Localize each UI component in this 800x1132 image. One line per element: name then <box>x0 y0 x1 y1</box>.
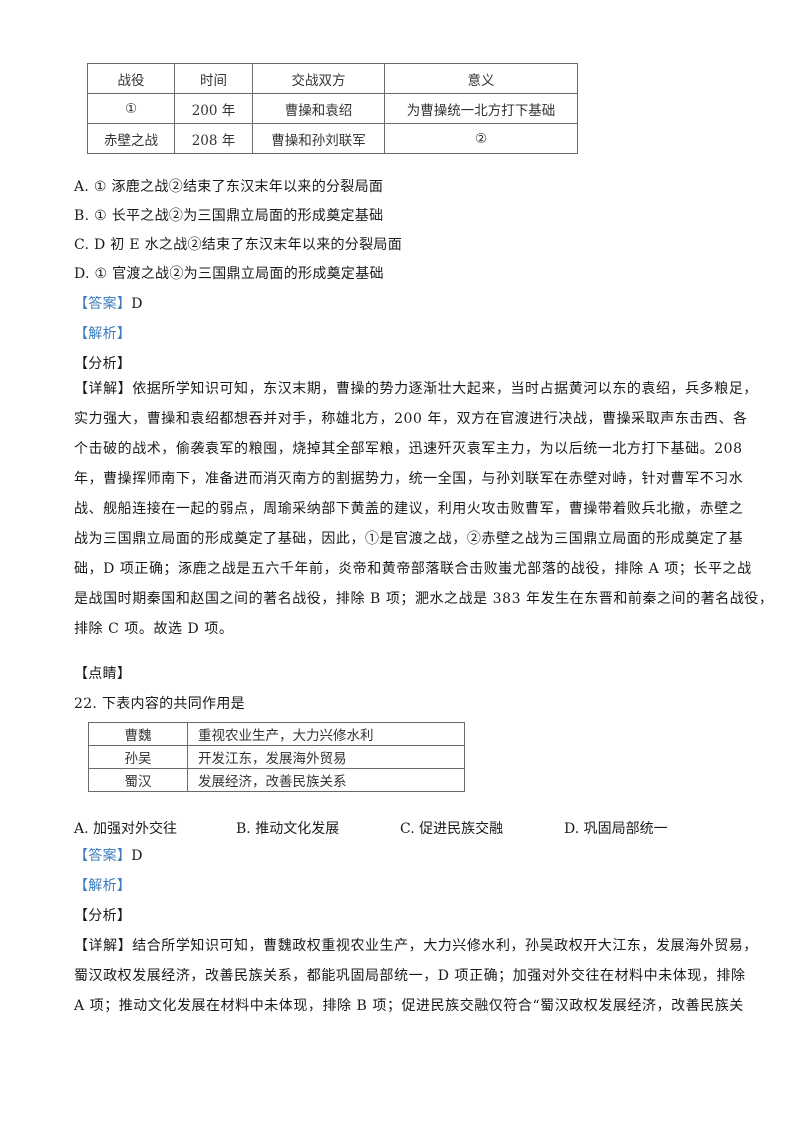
table-cell: 发展经济，改善民族关系 <box>187 768 465 792</box>
option-c: C. 促进民族交融 <box>400 821 504 837</box>
answer-line: 【答案】D <box>74 294 143 314</box>
detail-paragraph: 【详解】结合所学知识可知，曹魏政权重视农业生产，大力兴修水利，孙吴政权开大江东，… <box>74 931 757 1021</box>
table-row: 蜀汉 发展经济，改善民族关系 <box>88 768 465 792</box>
kingdoms-table: 曹魏 重视农业生产，大力兴修水利 孙吴 开发江东，发展海外贸易 蜀汉 发展经济，… <box>88 722 465 792</box>
option-d: D. ① 官渡之战②为三国鼎立局面的形成奠定基础 <box>74 266 384 282</box>
answer-value: D <box>131 296 143 312</box>
table-cell: 曹操和孙刘联军 <box>252 123 385 154</box>
fenxi-label: 【分析】 <box>74 908 132 924</box>
detail-label: 【详解】 <box>74 938 133 954</box>
detail-line: 年，曹操挥师南下，准备进而消灭南方的割据势力，统一全国，与孙刘联军在赤壁对峙，针… <box>74 471 744 487</box>
fenxi-label: 【分析】 <box>74 356 132 372</box>
table-cell: 208 年 <box>174 123 253 154</box>
table-cell: 曹魏 <box>88 722 188 746</box>
table-header-cell: 交战双方 <box>252 63 385 94</box>
detail-line: 结合所学知识可知，曹魏政权重视农业生产，大力兴修水利，孙吴政权开大江东，发展海外… <box>132 938 758 954</box>
detail-paragraph: 【详解】依据所学知识可知，东汉末期，曹操的势力逐渐壮大起来，当时占据黄河以东的袁… <box>74 374 774 644</box>
answer-label: 【答案】 <box>74 848 132 864</box>
detail-line: 是战国时期秦国和赵国之间的著名战役，排除 B 项；淝水之战是 383 年发生在东… <box>74 591 774 607</box>
table-row: 孙吴 开发江东，发展海外贸易 <box>88 745 465 769</box>
option-d: D. 巩固局部统一 <box>564 821 668 837</box>
detail-line: 排除 C 项。故选 D 项。 <box>74 621 234 637</box>
option-a: A. ① 涿鹿之战②结束了东汉末年以来的分裂局面 <box>74 179 384 195</box>
table-row: ① 200 年 曹操和袁绍 为曹操统一北方打下基础 <box>87 93 578 124</box>
detail-line: 战为三国鼎立局面的形成奠定了基础，因此，①是官渡之战，②赤壁之战为三国鼎立局面的… <box>74 531 744 547</box>
option-c: C. D 初 E 水之战②结束了东汉末年以来的分裂局面 <box>74 237 403 253</box>
detail-line: 战、舰船连接在一起的弱点，周瑜采纳部下黄盖的建议，利用火攻击败曹军，曹操带着败兵… <box>74 501 744 517</box>
table-row: 曹魏 重视农业生产，大力兴修水利 <box>88 722 465 746</box>
answer-line: 【答案】D <box>74 846 143 866</box>
option-b: B. ① 长平之战②为三国鼎立局面的形成奠定基础 <box>74 208 384 224</box>
table-cell: 开发江东，发展海外贸易 <box>187 745 465 769</box>
detail-label: 【详解】 <box>74 381 133 397</box>
battle-table: 战役 时间 交战双方 意义 ① 200 年 曹操和袁绍 为曹操统一北方打下基础 … <box>87 63 578 154</box>
question-22-stem: 22. 下表内容的共同作用是 <box>74 696 245 712</box>
analysis-label: 【解析】 <box>74 878 132 894</box>
detail-line: 蜀汉政权发展经济，改善民族关系，都能巩固局部统一，D 项正确；加强对外交往在材料… <box>74 968 746 984</box>
table-cell: ① <box>87 93 175 124</box>
detail-line: 实力强大，曹操和袁绍都想吞并对手，称雄北方，200 年，双方在官渡进行决战，曹操… <box>74 411 748 427</box>
table-row: 赤壁之战 208 年 曹操和孙刘联军 ② <box>87 123 578 154</box>
table-cell: 为曹操统一北方打下基础 <box>384 93 578 124</box>
analysis-label: 【解析】 <box>74 326 132 342</box>
option-a: A. 加强对外交往 <box>74 821 178 837</box>
table-header-cell: 战役 <box>87 63 175 94</box>
table-header-row: 战役 时间 交战双方 意义 <box>87 63 578 94</box>
detail-line: 础，D 项正确；涿鹿之战是五六千年前，炎帝和黄帝部落联合击败蚩尤部落的战役，排除… <box>74 561 752 577</box>
answer-label: 【答案】 <box>74 296 132 312</box>
table-cell: 曹操和袁绍 <box>252 93 385 124</box>
dianjing-label: 【点睛】 <box>74 666 132 682</box>
table-header-cell: 意义 <box>384 63 578 94</box>
option-b: B. 推动文化发展 <box>236 821 340 837</box>
detail-line: 依据所学知识可知，东汉末期，曹操的势力逐渐壮大起来，当时占据黄河以东的袁绍，兵多… <box>132 381 758 397</box>
table-cell: ② <box>384 123 578 154</box>
table-cell: 200 年 <box>174 93 253 124</box>
table-header-cell: 时间 <box>174 63 253 94</box>
detail-line: A 项；推动文化发展在材料中未体现，排除 B 项；促进民族交融仅符合“蜀汉政权发… <box>74 998 744 1014</box>
table-cell: 重视农业生产，大力兴修水利 <box>187 722 465 746</box>
answer-value: D <box>131 848 143 864</box>
detail-line: 个击破的战术，偷袭袁军的粮囤，烧掉其全部军粮，迅速歼灭袁军主力，为以后统一北方打… <box>74 441 743 457</box>
table-cell: 孙吴 <box>88 745 188 769</box>
table-cell: 蜀汉 <box>88 768 188 792</box>
table-cell: 赤壁之战 <box>87 123 175 154</box>
